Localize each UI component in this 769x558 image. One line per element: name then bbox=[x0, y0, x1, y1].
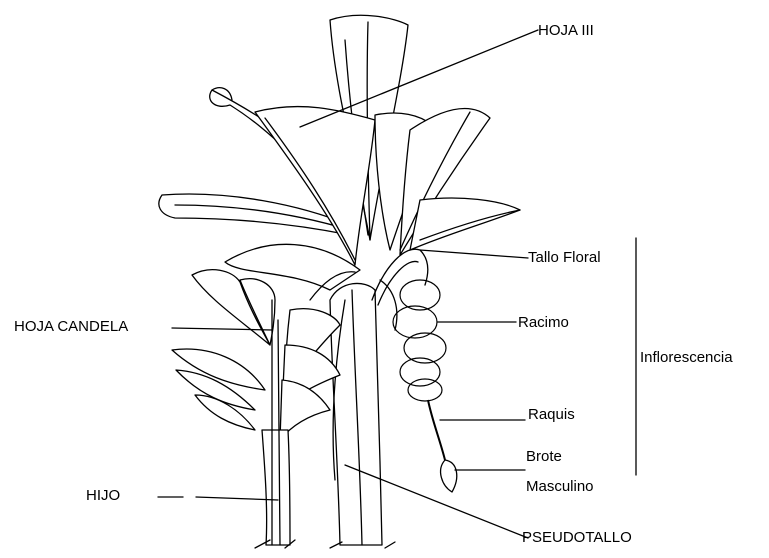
label-hoja-candela: HOJA CANDELA bbox=[14, 318, 128, 335]
ground-mark-4 bbox=[385, 542, 395, 548]
label-brote: Brote bbox=[526, 448, 562, 465]
label-pseudotallo: PSEUDOTALLO bbox=[522, 529, 632, 546]
label-raquis: Raquis bbox=[528, 406, 575, 423]
label-hijo: HIJO bbox=[86, 487, 120, 504]
sucker-pseudostem bbox=[262, 430, 290, 545]
male-bud bbox=[441, 460, 457, 492]
leaf-central bbox=[255, 107, 375, 265]
hand-1 bbox=[400, 280, 440, 310]
leader-tallo-floral bbox=[420, 250, 528, 258]
sucker-plant bbox=[172, 270, 340, 545]
label-inflorescencia: Inflorescencia bbox=[640, 349, 733, 366]
hand-5 bbox=[408, 379, 442, 401]
banana-bunch bbox=[393, 280, 457, 492]
label-masculino: Masculino bbox=[526, 478, 594, 495]
label-hoja-iii: HOJA III bbox=[538, 22, 594, 39]
rachis bbox=[428, 400, 445, 460]
label-racimo: Racimo bbox=[518, 314, 569, 331]
label-tallo-floral: Tallo Floral bbox=[528, 249, 601, 266]
